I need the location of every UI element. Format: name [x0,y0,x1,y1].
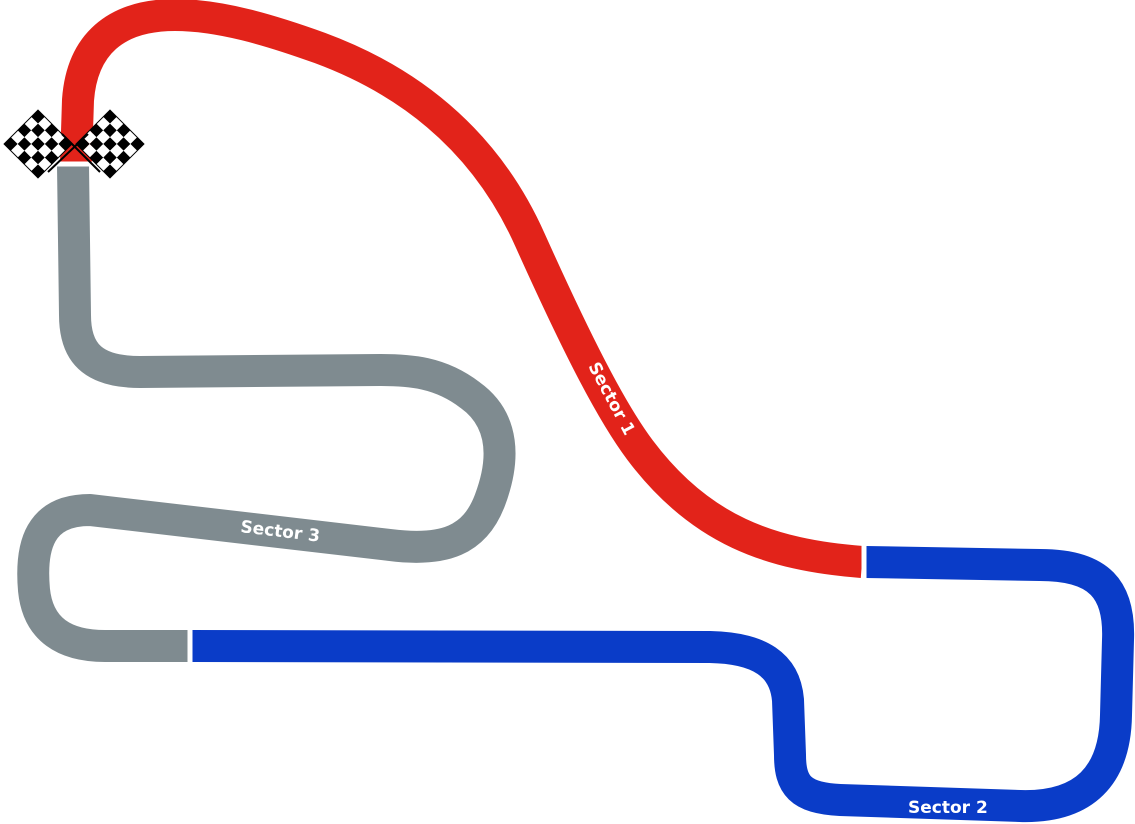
sector-2-track [191,546,1135,823]
flag-border [3,109,73,179]
sector-1-track [60,0,864,578]
flag-square [31,150,45,165]
checkered-flags-icon [3,109,145,179]
sector-2-label: Sector 2 [908,798,988,818]
flag-border [75,109,145,179]
sector-3-track [17,164,516,662]
